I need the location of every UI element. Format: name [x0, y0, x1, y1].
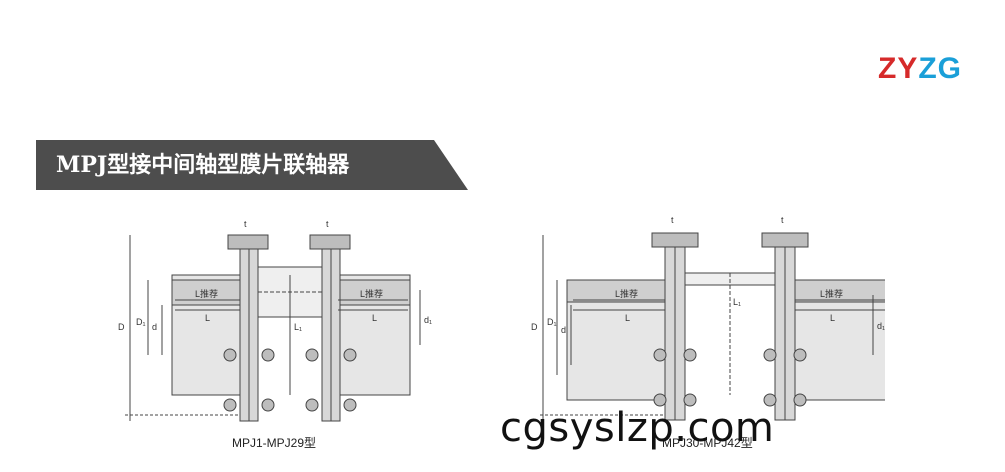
section-title-banner: MPJ型接中间轴型膜片联轴器 — [36, 140, 468, 190]
dim-D: D — [118, 322, 125, 332]
section-title: MPJ型接中间轴型膜片联轴器 — [56, 152, 350, 178]
dim-L-2: L — [372, 313, 377, 323]
figure-1-caption: MPJ1-MPJ29型 — [232, 436, 317, 450]
dim-L: L — [205, 313, 210, 323]
dim-t-2: t — [326, 219, 329, 229]
dim-d1: d₁ — [877, 321, 885, 331]
dim-L-recommended-2: L推荐 — [360, 288, 383, 299]
dim-L1: L₁ — [733, 297, 741, 307]
dim-L-recommended-2: L推荐 — [820, 288, 843, 299]
dim-t-2: t — [781, 215, 784, 225]
dim-L1: L₁ — [294, 322, 302, 332]
dim-D1: D₁ — [136, 317, 146, 327]
dim-d: d — [561, 325, 566, 335]
dim-L-recommended: L推荐 — [195, 288, 218, 299]
dim-d: d — [152, 322, 157, 332]
dim-t-1: t — [244, 219, 247, 229]
figure-1-drawing: t t D D₁ d L推荐 L L₁ L推荐 L d₁ — [118, 219, 432, 422]
figure-2-drawing: t t D D₁ d L推荐 L L₁ L推荐 L d₁ — [531, 215, 885, 421]
banner-background — [36, 140, 468, 190]
dim-D1: D₁ — [547, 317, 557, 327]
watermark-text: cgsyslzp.com — [500, 405, 775, 451]
dim-L: L — [625, 313, 630, 323]
dim-D: D — [531, 322, 538, 332]
dim-L-2: L — [830, 313, 835, 323]
zyzg-logo: ZYZG — [878, 52, 963, 85]
dim-d1: d₁ — [424, 315, 432, 325]
dim-t-1: t — [671, 215, 674, 225]
figure-2-caption: MPJ30-MPJ42型 — [662, 436, 753, 450]
dim-L-recommended: L推荐 — [615, 288, 638, 299]
